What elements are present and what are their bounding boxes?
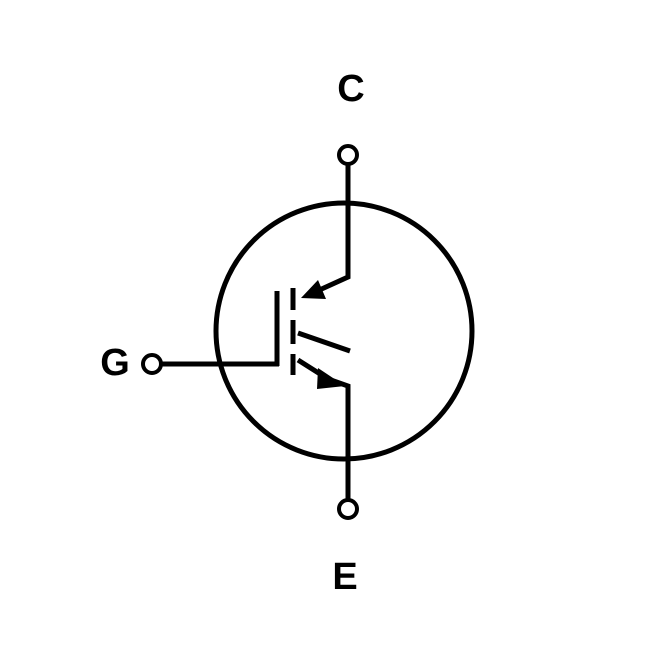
collector-lead [313, 164, 351, 295]
emitter-label: E [332, 556, 357, 598]
gate-terminal [141, 353, 163, 375]
emitter-terminal [337, 498, 359, 520]
gate-label: G [100, 342, 130, 384]
body-circle [213, 200, 475, 462]
channel-bar [297, 330, 351, 354]
collector-terminal [337, 144, 359, 166]
collector-arrow [301, 280, 326, 299]
collector-label: C [337, 68, 364, 110]
emitter-arrow [317, 368, 345, 389]
